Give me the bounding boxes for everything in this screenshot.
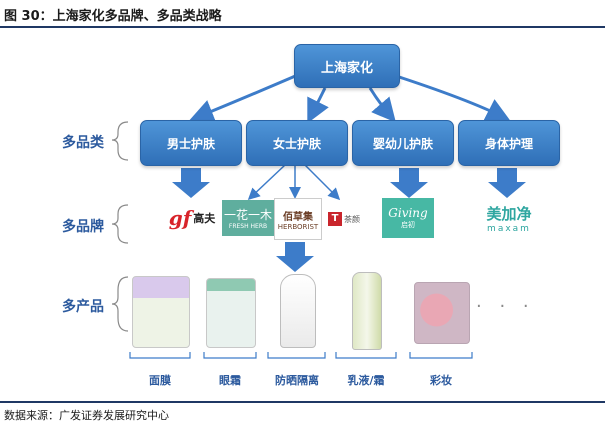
root-to-women-connector [307,87,329,124]
brand-fresh-herb: 一花一木 FRESH HERB [222,200,274,236]
bracket-mask [129,352,191,359]
root-node: 上海家化 [294,44,400,88]
fresh-herb-logo-icon: 一花一木 [223,208,272,222]
giving-logo-icon: 启初 [401,221,415,229]
root-to-body-connector [389,72,511,121]
category-node-women: 女士护肤 [246,120,348,166]
category-node-men: 男士护肤 [140,120,242,166]
bracket-lotion [335,352,397,359]
brand-chayan: T 茶颜 [322,204,366,234]
brand-chayan-name: 茶颜 [344,214,360,224]
gf-logo-icon: gf [168,206,192,230]
brand-giving: Giving 启初 [382,198,434,238]
maxam-logo-icon: 美加净 [486,204,532,223]
women-to-freshherb-connector [247,164,286,201]
product-row-brace [111,276,129,332]
category-node-baby: 婴幼儿护肤 [352,120,454,166]
row-label-categories: 多品类 [62,135,104,151]
product-label-eye-cream: 眼霜 [219,374,241,387]
root-to-men-connector [189,72,301,123]
brand-maxam: 美加净 maxam [478,198,540,238]
row-label-brands: 多品牌 [62,219,104,235]
bracket-eye-cream [203,352,257,359]
bottom-rule [0,401,605,403]
product-label-makeup: 彩妆 [430,374,452,387]
category-node-body: 身体护理 [458,120,560,166]
product-label-mask: 面膜 [149,374,171,387]
herborist-logo-icon: 佰草集 [283,211,313,223]
root-to-baby-connector [368,87,396,123]
brand-fresh-herb-name: FRESH HERB [228,223,268,230]
women-to-chayan-connector [304,164,341,201]
body-to-maxam-arrow [488,168,526,198]
product-eye-cream-image [206,278,256,348]
brand-herborist-name: HERBORIST [277,222,319,231]
brand-maxam-name: maxam [487,223,531,234]
product-label-sunscreen: 防晒隔离 [275,374,319,387]
figure-title: 图 30：上海家化多品牌、多品类战略 [4,9,222,24]
source-note: 数据来源：广发证券发展研究中心 [4,409,169,422]
product-sunscreen-bottle-image [280,274,316,348]
brand-herborist: 佰草集 HERBORIST [274,198,322,240]
chayan-logo-icon: T [328,212,342,226]
brand-giving-name: Giving [388,206,428,220]
category-row-brace [111,121,129,161]
product-lotion-bottle-image [352,272,382,350]
men-to-gf-arrow [172,168,210,198]
product-makeup-compact-image [414,282,470,344]
top-rule [0,26,605,28]
bracket-sunscreen [267,352,326,359]
baby-to-giving-arrow [390,168,428,198]
product-label-lotion: 乳液/霜 [347,374,385,387]
product-mask-jar-image [132,276,190,348]
herborist-to-products-arrow [276,242,314,272]
more-products-ellipsis: · · · [476,296,535,317]
brand-gf-name: 高夫 [193,212,216,225]
brand-gf: gf 高夫 [160,202,224,234]
row-label-products: 多产品 [62,299,104,315]
bracket-makeup [409,352,473,359]
brand-row-brace [111,204,129,244]
